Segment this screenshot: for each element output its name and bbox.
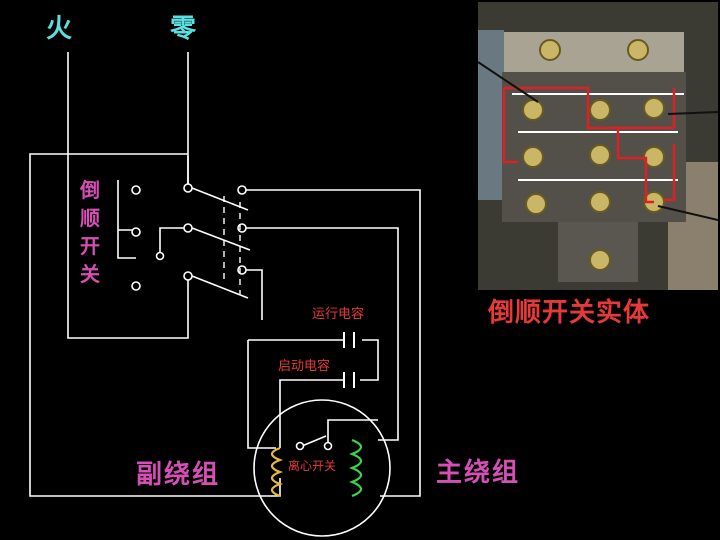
capacitor-icon (343, 332, 355, 388)
capacitor-wires (248, 339, 379, 381)
winding-coil-icon (270, 446, 284, 498)
switch-linkage (223, 196, 241, 294)
cross-link-d (159, 227, 186, 256)
photo-caption: 倒顺开关实体 (488, 298, 651, 328)
live-label: 火 (46, 14, 77, 44)
cross-link-a (117, 180, 136, 259)
switch-char-3: 开 (80, 234, 100, 258)
reversing-switch-label: 倒 顺 开 关 (80, 180, 100, 284)
centrifugal-blade (301, 435, 327, 447)
switch-char-2: 顺 (80, 206, 100, 230)
switch-contacts (131, 183, 333, 451)
switch-blades (191, 187, 251, 299)
motor-outline (253, 399, 391, 537)
output-wire-2 (244, 227, 399, 441)
photo-illustration (478, 2, 718, 290)
switch-char-4: 关 (80, 262, 100, 286)
aux-feed-wire (247, 340, 276, 449)
photo-overlay-lines (502, 86, 676, 204)
wires (29, 52, 421, 497)
main-winding-label: 主绕组 (436, 458, 521, 488)
output-wire-3 (246, 269, 263, 320)
switch-char-1: 倒 (80, 178, 100, 202)
neutral-label: 零 (170, 14, 201, 44)
aux-winding-label: 副绕组 (136, 460, 221, 490)
live-wire (67, 52, 189, 339)
start-cap-feed (279, 379, 300, 448)
aux-return-wire (29, 153, 281, 497)
centrifugal-wires (298, 419, 378, 449)
centrifugal-switch-label: 离心开关 (288, 459, 337, 473)
main-winding-coil-icon (348, 438, 363, 498)
reversing-switch-photo (478, 2, 718, 290)
output-wire-1 (242, 189, 421, 497)
start-capacitor-label: 启动电容 (278, 359, 331, 374)
run-capacitor-label: 运行电容 (312, 307, 365, 322)
